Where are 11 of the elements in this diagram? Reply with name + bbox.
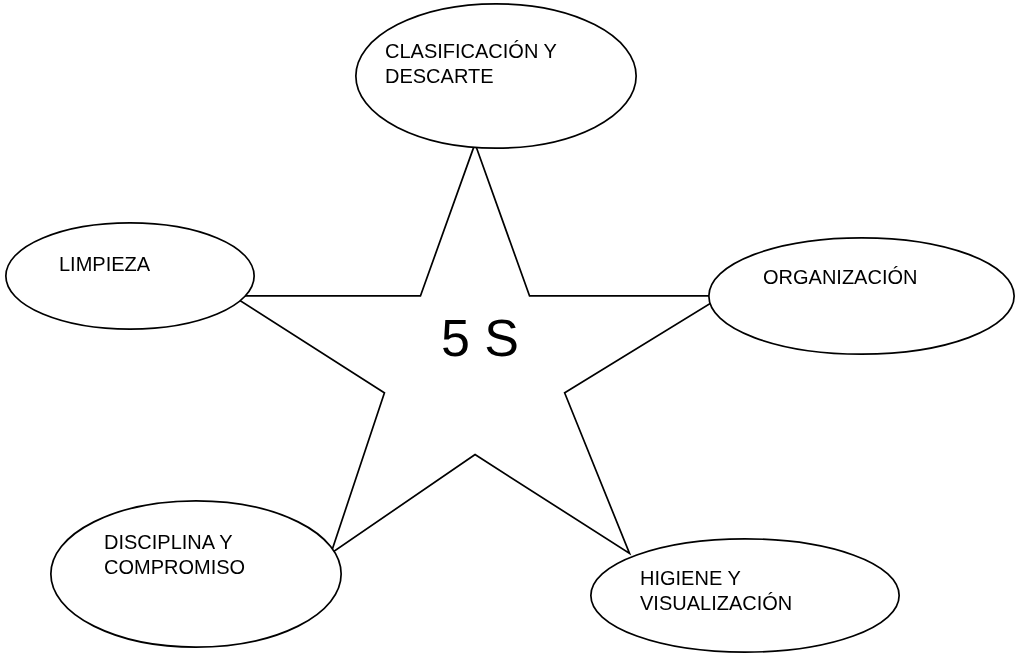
node-label: ORGANIZACIÓN bbox=[763, 265, 919, 290]
ellipse-node bbox=[355, 3, 637, 149]
star-label: 5 S bbox=[439, 310, 521, 366]
node-label: CLASIFICACIÓN Y DESCARTE bbox=[385, 39, 558, 89]
node-label: DISCIPLINA Y COMPROMISO bbox=[104, 530, 247, 580]
ellipse-node bbox=[590, 538, 900, 653]
ellipse-node bbox=[5, 222, 255, 330]
node-label: HIGIENE Y VISUALIZACIÓN bbox=[640, 566, 794, 616]
ellipse-node bbox=[708, 237, 1015, 355]
ellipse-node bbox=[50, 500, 342, 648]
node-label: LIMPIEZA bbox=[59, 252, 152, 277]
